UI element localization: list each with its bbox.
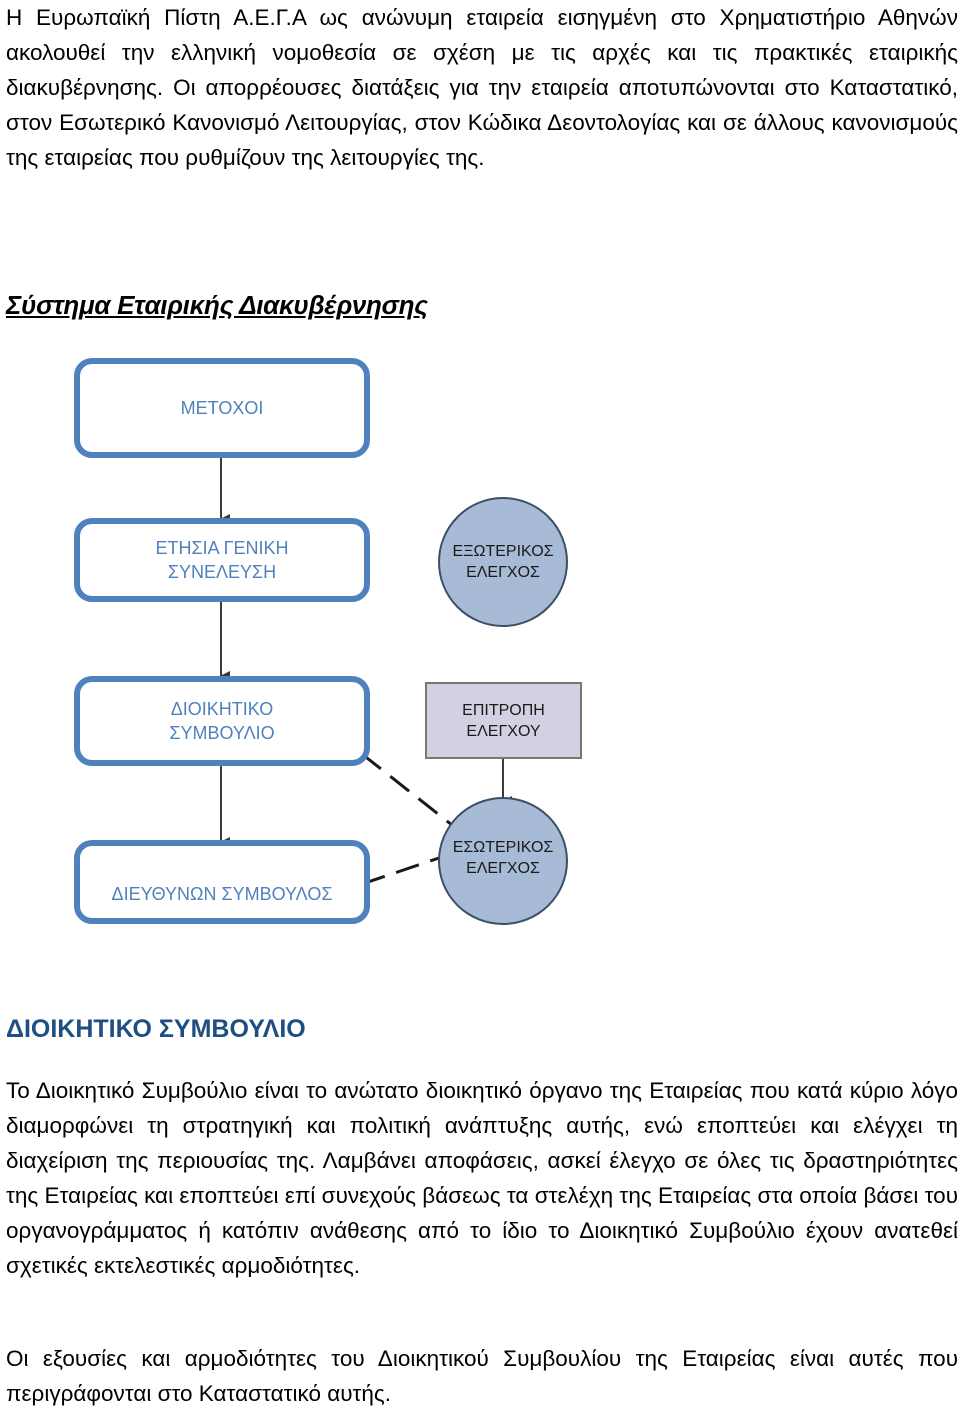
external-audit-circle: ΕΞΩΤΕΡΙΚΟΣ ΕΛΕΓΧΟΣ bbox=[438, 497, 568, 627]
dashed-board-to-internal-audit bbox=[361, 752, 453, 827]
general-meeting-label: ΕΤΗΣΙΑ ΓΕΝΙΚΗ ΣΥΝΕΛΕΥΣΗ bbox=[155, 538, 289, 582]
board-section-title: ΔΙΟΙΚΗΤΙΚΟ ΣΥΜΒΟΥΛΙΟ bbox=[6, 1015, 306, 1043]
shareholders-box: ΜΕΤΟΧΟΙ bbox=[74, 358, 370, 458]
board-label: ΔΙΟΙΚΗΤΙΚΟ ΣΥΜΒΟΥΛΙΟ bbox=[169, 699, 275, 743]
ceo-box: ΔΙΕΥΘΥΝΩΝ ΣΥΜΒΟΥΛΟΣ bbox=[74, 840, 370, 924]
board-box: ΔΙΟΙΚΗΤΙΚΟ ΣΥΜΒΟΥΛΙΟ bbox=[74, 676, 370, 766]
general-meeting-box: ΕΤΗΣΙΑ ΓΕΝΙΚΗ ΣΥΝΕΛΕΥΣΗ bbox=[74, 518, 370, 602]
intro-paragraph: Η Ευρωπαϊκή Πίστη Α.Ε.Γ.Α ως ανώνυμη ετα… bbox=[6, 5, 958, 170]
board-paragraph-2: Οι εξουσίες και αρμοδιότητες του Διοικητ… bbox=[6, 1346, 958, 1406]
board-paragraph-1: Το Διοικητικό Συμβούλιο είναι το ανώτατο… bbox=[6, 1078, 958, 1278]
shareholders-label: ΜΕΤΟΧΟΙ bbox=[180, 398, 264, 418]
diagram-title: Σύστημα Εταιρικής Διακυβέρνησης bbox=[6, 290, 428, 320]
internal-audit-circle: ΕΣΩΤΕΡΙΚΟΣ ΕΛΕΓΧΟΣ bbox=[438, 797, 568, 925]
ceo-label: ΔΙΕΥΘΥΝΩΝ ΣΥΜΒΟΥΛΟΣ bbox=[111, 884, 333, 904]
audit-committee-box: ΕΠΙΤΡΟΠΗ ΕΛΕΓΧΟΥ bbox=[425, 682, 582, 759]
dashed-ceo-to-internal-audit bbox=[361, 855, 443, 886]
diagram-connectors bbox=[220, 458, 512, 886]
